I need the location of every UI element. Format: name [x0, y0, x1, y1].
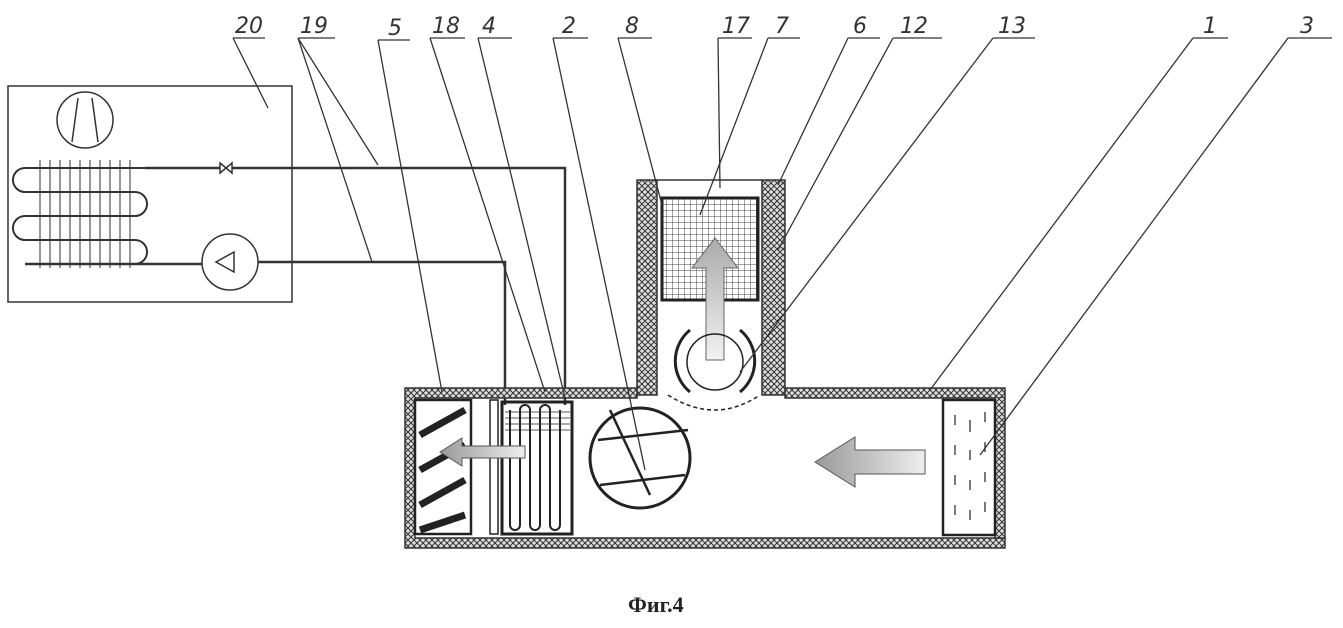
filter-3 [943, 400, 995, 535]
fan-icon [57, 92, 113, 148]
airflow-arrow-main [815, 437, 925, 487]
airflow-arrow-left [440, 438, 525, 466]
label-12: 12 [900, 14, 928, 39]
part-labels: 20 19 5 18 4 2 8 17 7 6 12 13 1 3 [235, 14, 1314, 41]
compressor-icon [202, 234, 258, 290]
filter-5 [415, 400, 498, 534]
label-17: 17 [722, 14, 750, 39]
label-13: 13 [998, 14, 1026, 39]
label-19: 19 [300, 14, 328, 39]
label-8: 8 [625, 14, 639, 39]
label-20: 20 [235, 14, 263, 39]
fan-2 [590, 408, 690, 508]
label-1: 1 [1203, 14, 1217, 39]
condenser-coil [13, 160, 147, 268]
label-5: 5 [388, 16, 402, 41]
figure-caption: Фиг.4 [628, 592, 684, 618]
refrigeration-unit [8, 86, 565, 405]
label-2: 2 [562, 14, 576, 39]
label-3: 3 [1300, 14, 1314, 39]
valve-icon [220, 163, 232, 173]
label-4: 4 [482, 14, 496, 39]
heat-exchanger [502, 402, 572, 534]
label-18: 18 [432, 14, 460, 39]
label-7: 7 [775, 14, 789, 39]
label-6: 6 [853, 14, 867, 39]
